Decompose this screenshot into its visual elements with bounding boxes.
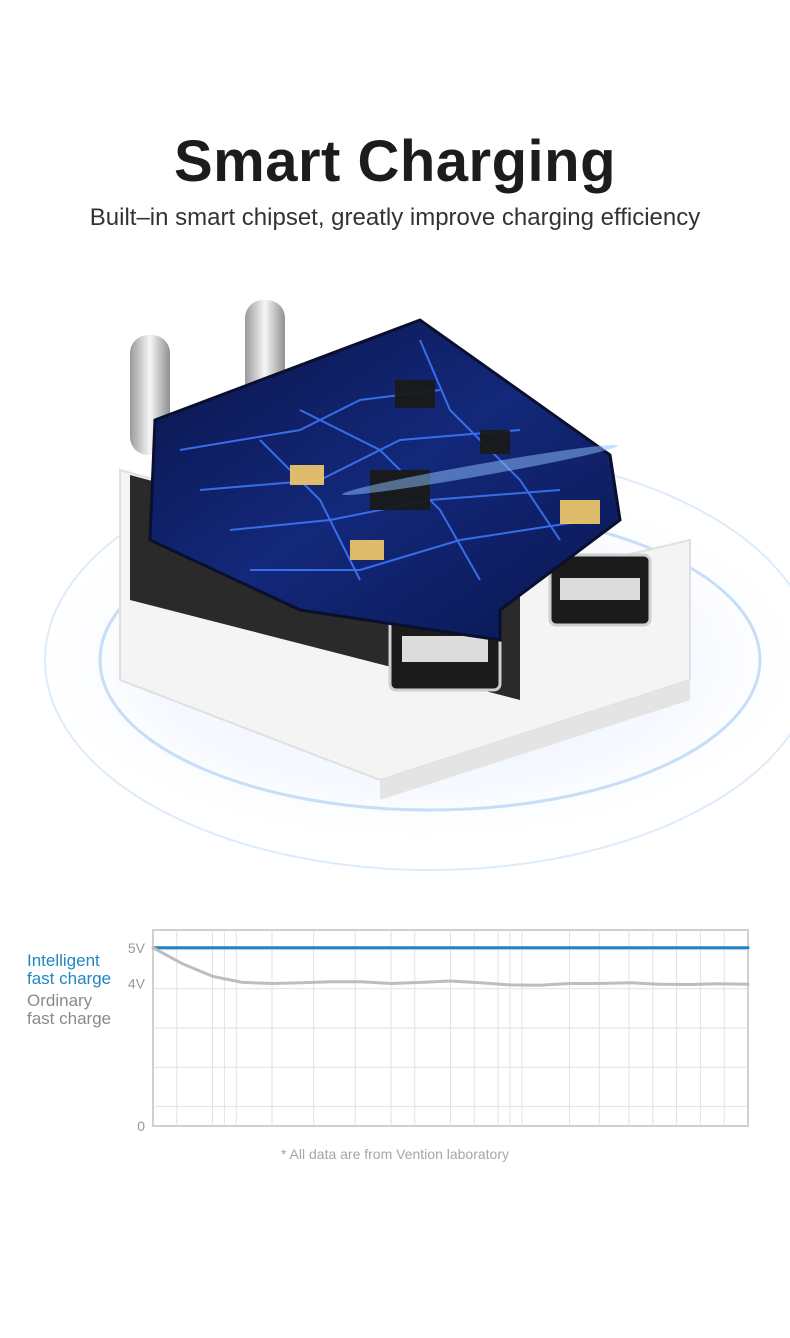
charger-illustration — [20, 300, 790, 871]
footnote: * All data are from Vention laboratory — [280, 1146, 510, 1162]
legend-intelligent-line2: fast charge — [27, 969, 112, 988]
page-title: Smart Charging — [173, 129, 617, 194]
legend-intelligent: Intelligent fast charge — [27, 952, 111, 988]
grid-lines — [153, 930, 748, 1126]
y-tick-label: 0 — [137, 1118, 145, 1134]
y-tick-label: 4V — [128, 975, 146, 991]
legend-ordinary-line1: Ordinary — [27, 991, 93, 1010]
page-subtitle: Built–in smart chipset, greatly improve … — [89, 204, 701, 231]
series-ordinary-line — [151, 946, 750, 987]
legend-intelligent-line1: Intelligent — [27, 951, 100, 970]
series-lines — [151, 946, 750, 987]
y-tick-label: 5V — [128, 940, 146, 956]
legend-ordinary-line2: fast charge — [27, 1009, 112, 1028]
voltage-chart: 0 4V 5V — [128, 929, 750, 1134]
y-axis-ticks: 0 4V 5V — [128, 940, 146, 1134]
legend-ordinary: Ordinary fast charge — [27, 992, 111, 1028]
